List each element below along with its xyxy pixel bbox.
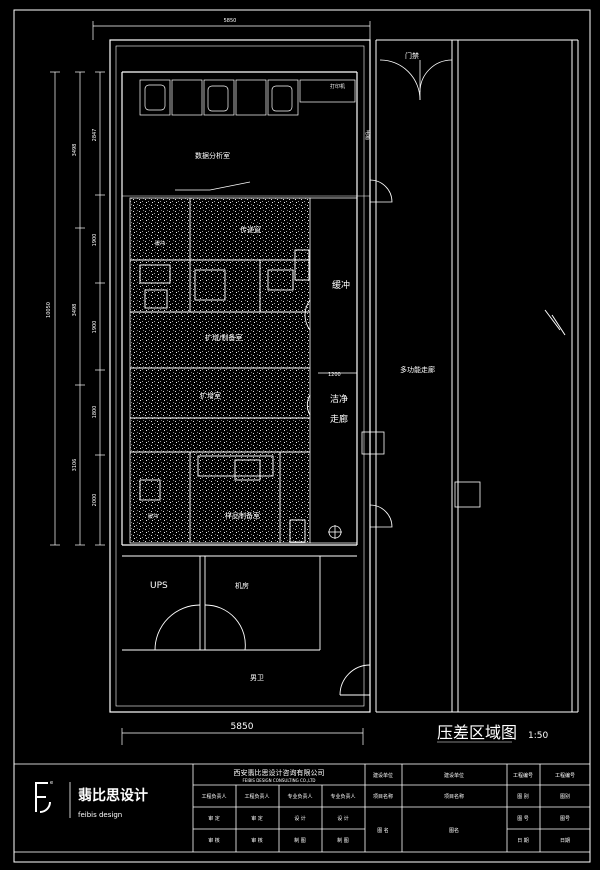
tb-r2c2: 审 定 [251,815,263,822]
clean-lab-zone [129,197,311,544]
tb-right-value-4: 日期 [560,838,570,844]
room-multi-corridor: 多功能走廊 [400,365,435,374]
tb-right-label-4: 日 期 [517,838,529,844]
title-block [13,763,591,853]
printer-label: 打印机 [330,83,345,90]
room-sample-prep: 样品制备室 [225,511,260,520]
tb-r1c1: 工程负责人 [201,793,226,800]
left-dimension-lines [50,71,105,546]
tb-mid-label-1: 建设单位 [373,772,393,779]
tb-mid-value-2: 项目名称 [444,793,464,800]
tb-right-label-2: 图 别 [517,793,529,800]
tb-right-label-3: 图 号 [517,816,529,822]
outer-walls [109,39,371,713]
room-small-1: 缓冲 [155,240,165,247]
drawing-frame [13,9,591,863]
room-ups: UPS [150,581,168,591]
room-small-2: 缓冲 [148,513,158,520]
bottom-rooms [122,555,371,696]
tb-right-value-3: 图号 [560,816,570,822]
corridor-walls [369,39,579,713]
left-dim-outer-3: 3106 [72,459,78,472]
room-machine: 机房 [235,581,249,590]
lab-partitions [130,198,311,543]
left-dim-inner-3: 1900 [92,321,98,334]
tb-r3c3: 制 图 [294,837,306,844]
room-toilet: 男卫 [250,674,264,682]
room-pcr-prep: 扩增/制备室 [205,333,242,342]
left-dim-inner-2: 1900 [92,234,98,247]
tb-r3c1: 审 核 [208,837,220,844]
door-label: 门禁 [405,51,419,60]
bottom-dimension [121,728,364,745]
drawing-scale: 1:50 [528,731,548,741]
left-dim-inner-1: 2847 [92,129,98,142]
tb-mid-label-3: 图 名 [377,827,389,834]
tb-r3c2: 审 核 [251,837,263,844]
logo-cn: 翡比思设计 [78,787,148,804]
tb-mid-value-3: 图名 [449,827,459,834]
tb-right-value-1: 工程编号 [555,772,575,779]
tb-r1c4: 专业负责人 [330,793,355,800]
company-logo [35,782,51,813]
room-clean-corridor-1: 洁净 [330,393,348,405]
tb-right-label-1: 工程编号 [513,772,533,779]
company-sub: FEIBIS DESIGN CONSULTING CO.,LTD [242,778,315,783]
tb-mid-label-2: 项目名称 [373,793,393,800]
left-dim-inner-5: 2000 [92,494,98,507]
tb-right-value-2: 图别 [560,793,570,800]
entrance-door [379,59,453,101]
top-dimension [92,21,371,40]
logo-sup: e [50,780,53,786]
room-clean-corridor-2: 走廊 [330,413,348,425]
clean-corridor [310,179,481,544]
tb-r3c4: 制 图 [337,837,349,844]
tb-r1c2: 工程负责人 [244,793,269,800]
tb-r2c3: 设 计 [294,815,306,822]
room-transfer: 传递窗 [240,225,261,234]
tb-mid-value-1: 建设单位 [444,772,464,779]
corridor-gap-label: 1200 [328,372,341,378]
electric-label: 电箱 [364,130,371,140]
left-dim-outer-2: 3498 [72,304,78,317]
left-dim-inner-4: 1800 [92,406,98,419]
data-analysis-room [139,79,356,191]
bottom-dimension-label: 5850 [231,722,254,732]
room-data-analysis: 数据分析室 [195,151,230,160]
room-amplification: 扩增室 [200,391,221,400]
tb-r2c4: 设 计 [337,815,349,822]
tb-r1c3: 专业负责人 [287,793,312,800]
drawing-title: 压差区域图 [437,723,517,742]
company-name: 西安翡比思设计咨询有限公司 [234,768,325,777]
room-buffer: 缓冲 [332,279,350,291]
left-dimension-total: 10050 [46,302,52,318]
tb-r2c1: 审 定 [208,815,220,822]
top-dimension-label: 5850 [224,18,237,24]
logo-en: feibis design [78,811,122,819]
left-dim-outer-1: 3498 [72,144,78,157]
